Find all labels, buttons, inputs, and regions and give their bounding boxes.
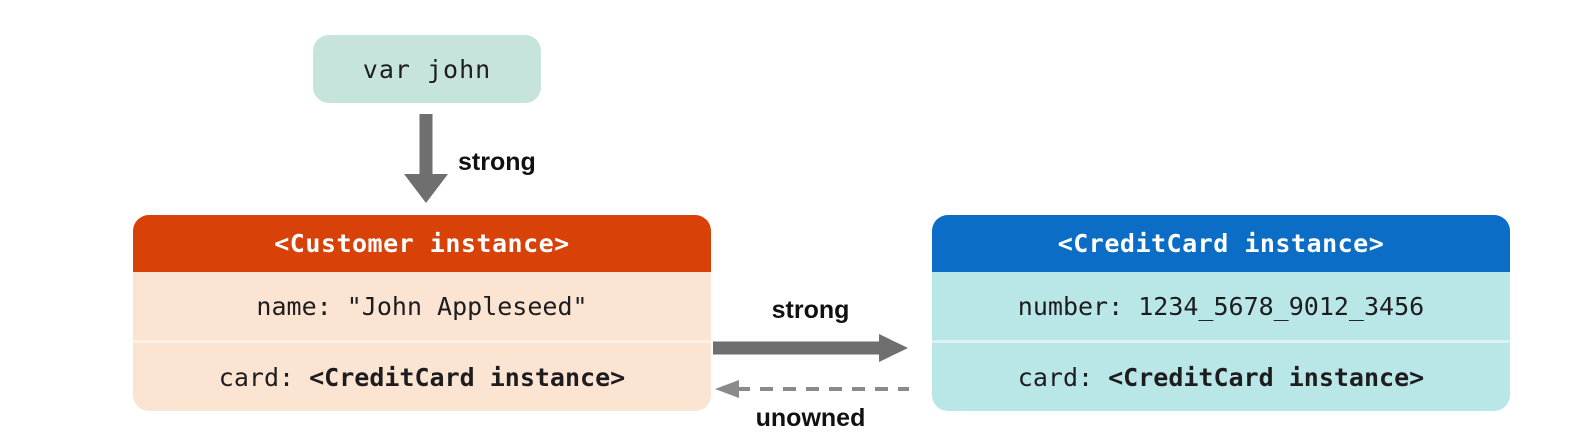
creditcard-property-number: number: 1234_5678_9012_3456: [932, 272, 1510, 340]
strong-arrow-down-icon: [401, 114, 451, 208]
creditcard-property-card-value: <CreditCard instance>: [1108, 362, 1425, 392]
customer-property-name: name: "John Appleseed": [133, 272, 711, 340]
creditcard-property-card: card: <CreditCard instance>: [932, 343, 1510, 411]
customer-property-card: card: <CreditCard instance>: [133, 343, 711, 411]
unowned-arrow-left-dashed-icon: [713, 378, 909, 404]
creditcard-instance-header-label: <CreditCard instance>: [1057, 229, 1385, 258]
customer-property-card-value: <CreditCard instance>: [309, 362, 626, 392]
creditcard-property-number-key: number:: [1017, 291, 1139, 321]
strong-arrow-right-icon: [713, 333, 909, 367]
creditcard-property-number-value: 1234_5678_9012_3456: [1138, 291, 1425, 321]
creditcard-instance-box: <CreditCard instance> number: 1234_5678_…: [932, 215, 1510, 411]
variable-node-label: var john: [362, 54, 492, 84]
variable-node-var-john: var john: [313, 35, 541, 103]
creditcard-instance-header: <CreditCard instance>: [932, 215, 1510, 272]
strong-label-customer-to-card: strong: [771, 296, 850, 324]
customer-property-card-key: card:: [218, 362, 310, 392]
creditcard-property-card-key: card:: [1017, 362, 1109, 392]
customer-property-name-key: name:: [256, 291, 347, 321]
customer-property-name-value: "John Appleseed": [346, 291, 588, 321]
unowned-label-card-to-customer: unowned: [755, 404, 866, 432]
strong-label-var-to-customer: strong: [458, 148, 536, 176]
customer-instance-header-label: <Customer instance>: [274, 229, 570, 258]
row-divider: [133, 340, 711, 343]
customer-instance-box: <Customer instance> name: "John Applesee…: [133, 215, 711, 411]
row-divider: [932, 340, 1510, 343]
customer-instance-header: <Customer instance>: [133, 215, 711, 272]
